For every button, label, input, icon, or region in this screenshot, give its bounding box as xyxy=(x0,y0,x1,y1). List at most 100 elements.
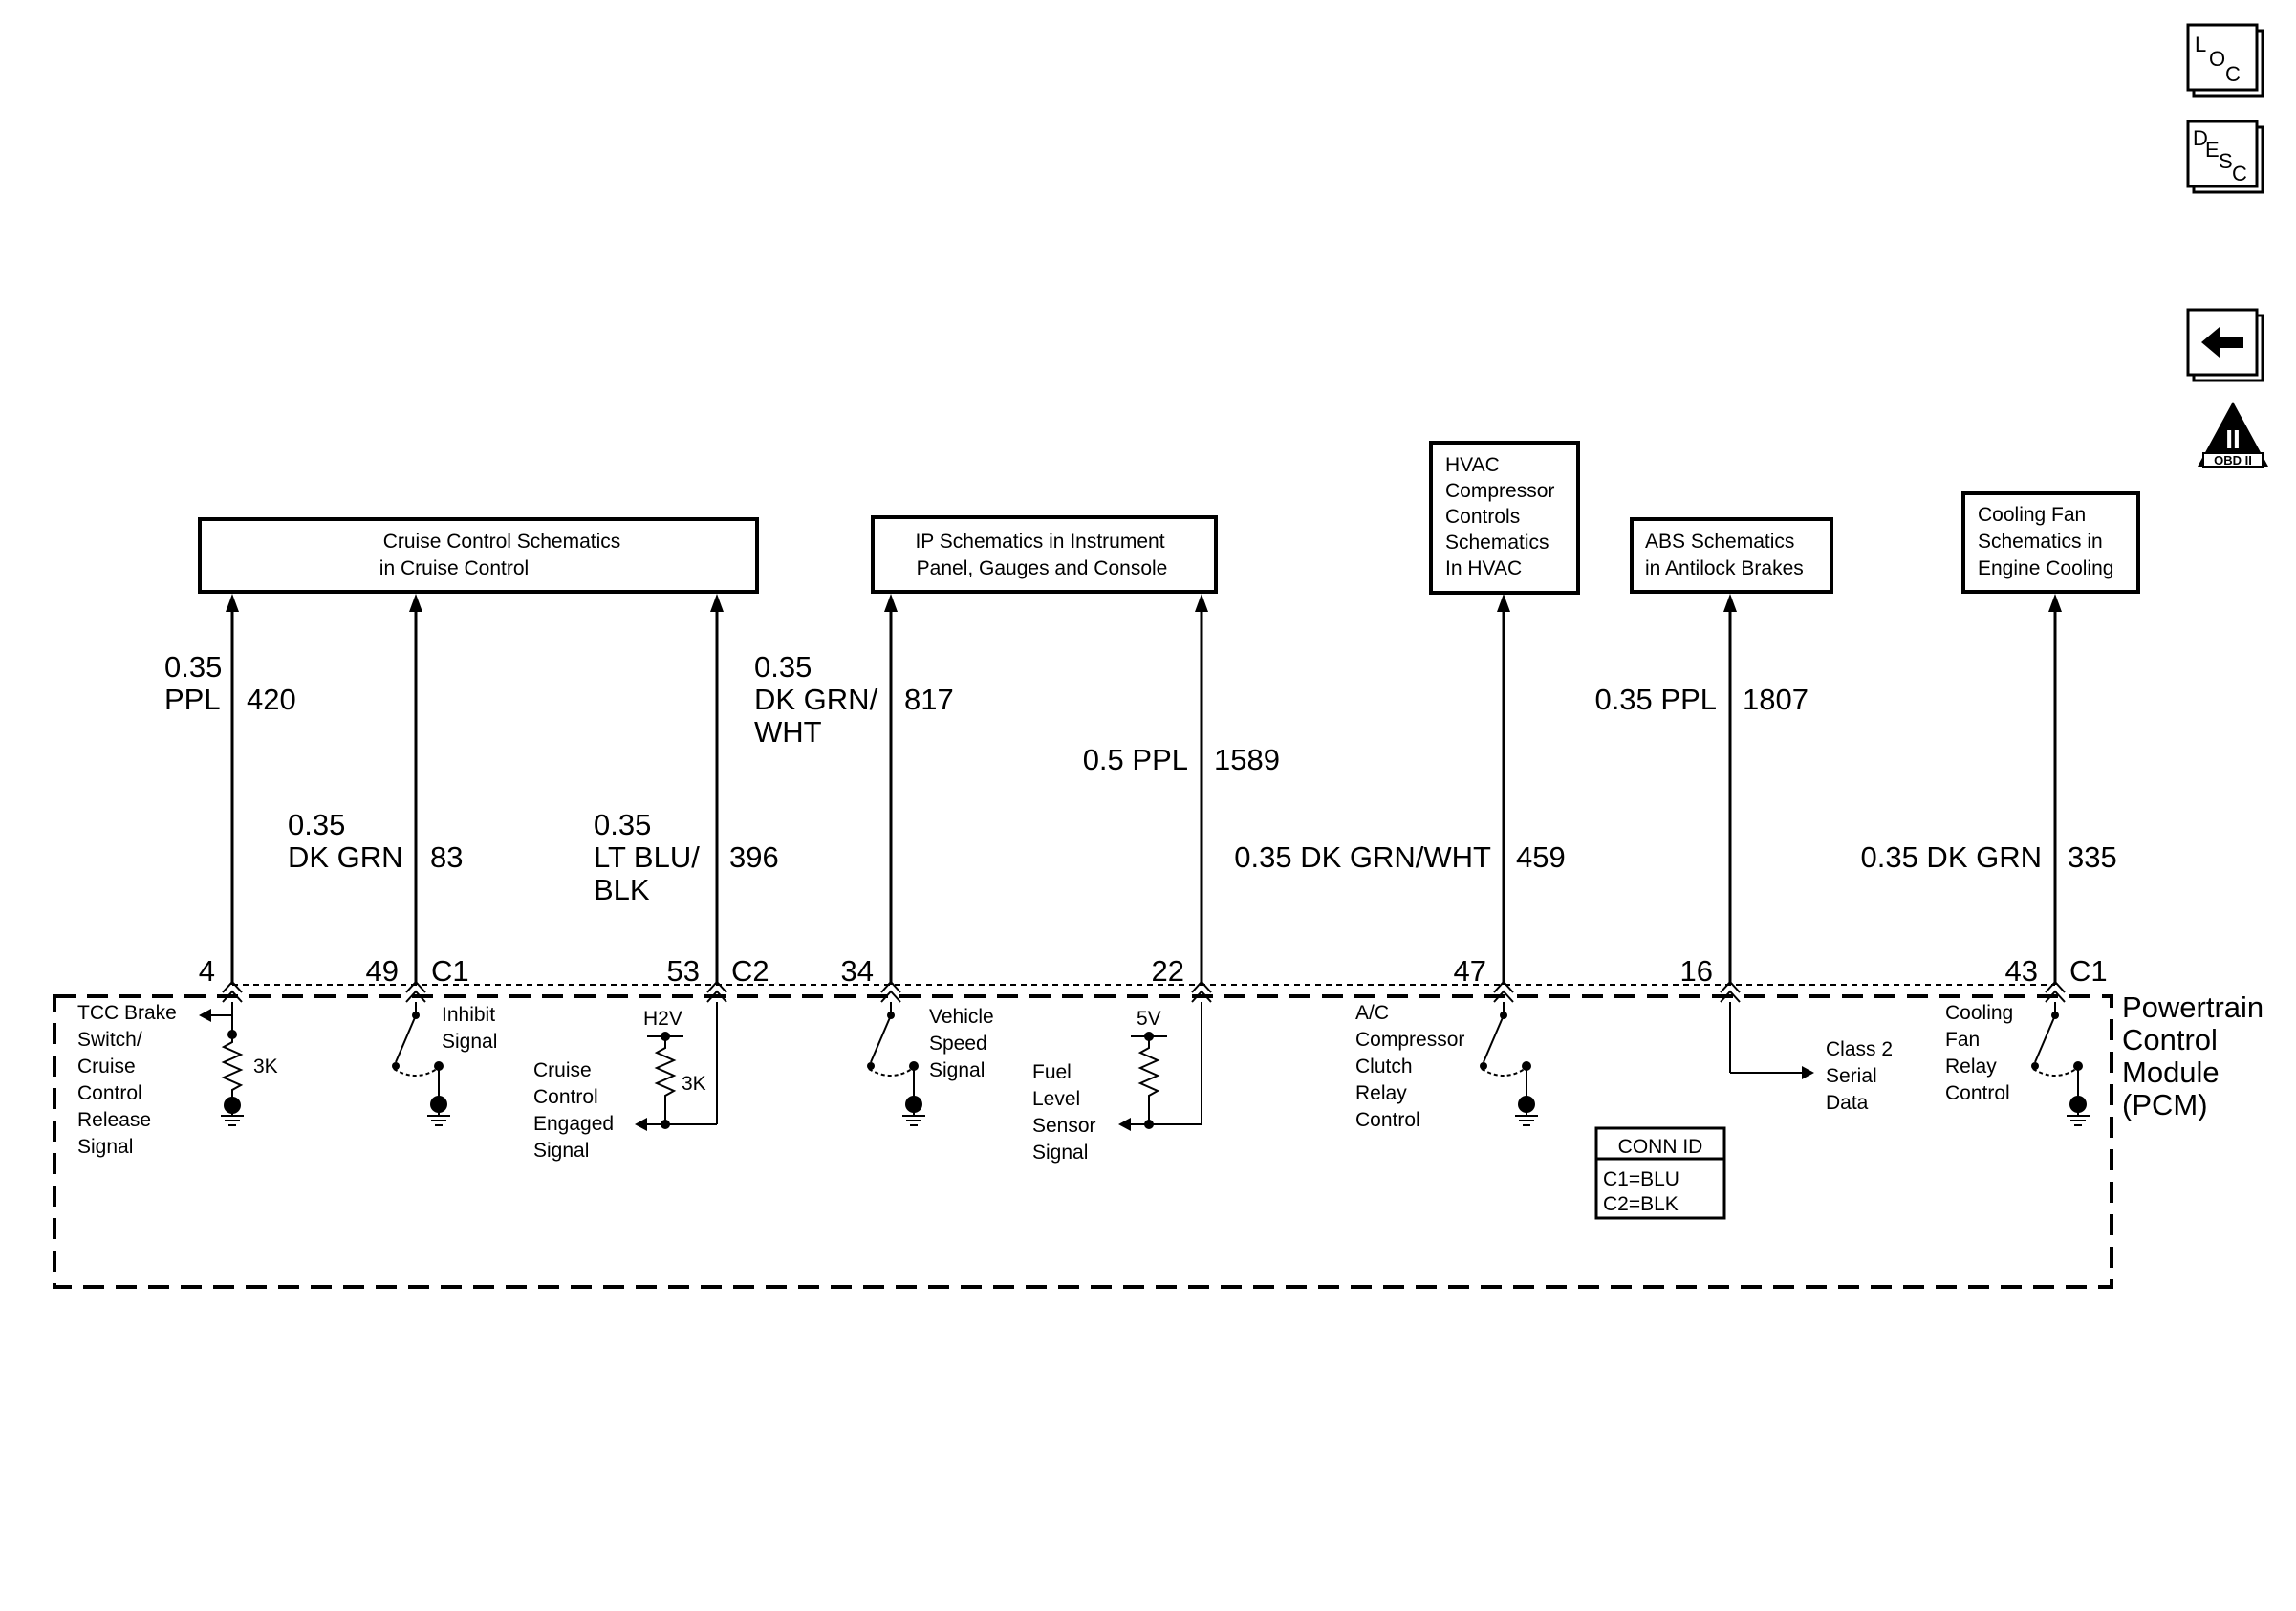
svg-text:Vehicle: Vehicle xyxy=(929,1006,994,1028)
pin-numbers: 4 49 53 34 22 47 16 43 xyxy=(199,954,2038,988)
svg-text:0.5 PPL: 0.5 PPL xyxy=(1083,743,1188,776)
cruise-control-schematics-box[interactable]: Cruise Control Schematics in Cruise Cont… xyxy=(198,517,759,594)
inhibit-switch xyxy=(392,1002,450,1126)
svg-text:Speed: Speed xyxy=(929,1033,987,1055)
loc-icon[interactable]: L O C xyxy=(2186,23,2264,98)
svg-text:Control: Control xyxy=(1945,1082,2010,1104)
box-text: Schematics xyxy=(1445,532,1549,554)
wire-335-label: 0.35 DK GRN 335 xyxy=(1860,840,2116,874)
cruise-engaged-circuit xyxy=(635,1002,718,1131)
svg-text:53: 53 xyxy=(667,954,700,988)
h2v-label: H2V xyxy=(643,1008,682,1030)
svg-text:Compressor: Compressor xyxy=(1355,1029,1464,1051)
svg-text:43: 43 xyxy=(2005,954,2038,988)
svg-text:Class 2: Class 2 xyxy=(1826,1038,1893,1060)
wire-459 xyxy=(1497,594,1510,985)
svg-text:DK GRN: DK GRN xyxy=(288,840,403,874)
svg-text:C1: C1 xyxy=(431,954,469,988)
svg-text:Relay: Relay xyxy=(1945,1056,1997,1078)
svg-text:Fan: Fan xyxy=(1945,1029,1980,1051)
fan-relay-label: Cooling Fan Relay Control xyxy=(1945,1002,2013,1104)
svg-text:47: 47 xyxy=(1454,954,1486,988)
fan-relay-switch xyxy=(2031,1002,2090,1126)
box-text: Engine Cooling xyxy=(1978,557,2113,579)
svg-text:0.35: 0.35 xyxy=(288,808,345,841)
desc-letter: C xyxy=(2232,162,2247,185)
svg-text:Control: Control xyxy=(2122,1023,2218,1056)
svg-text:22: 22 xyxy=(1152,954,1184,988)
desc-icon[interactable]: D E S C xyxy=(2186,120,2264,194)
ip-schematics-box[interactable]: IP Schematics in Instrument Panel, Gauge… xyxy=(871,515,1218,594)
svg-text:Relay: Relay xyxy=(1355,1082,1407,1104)
svg-text:Cooling: Cooling xyxy=(1945,1002,2013,1024)
loc-letter: O xyxy=(2209,47,2225,71)
svg-text:1807: 1807 xyxy=(1743,683,1809,716)
conn-id-row: C1=BLU xyxy=(1603,1168,1679,1190)
svg-text:Release: Release xyxy=(77,1109,151,1131)
svg-text:Clutch: Clutch xyxy=(1355,1056,1413,1078)
box-text: Cooling Fan xyxy=(1978,504,2086,526)
serial-data-label: Class 2 Serial Data xyxy=(1826,1038,1893,1114)
box-text: in Antilock Brakes xyxy=(1645,557,1804,579)
conn-id-title: CONN ID xyxy=(1618,1136,1703,1158)
pcm-module-box xyxy=(53,994,2113,1289)
cooling-fan-schematics-box[interactable]: Cooling Fan Schematics in Engine Cooling xyxy=(1961,491,2140,594)
svg-text:Powertrain: Powertrain xyxy=(2122,991,2264,1024)
svg-text:0.35 PPL: 0.35 PPL xyxy=(1594,683,1717,716)
svg-text:(PCM): (PCM) xyxy=(2122,1088,2208,1121)
inhibit-label: Inhibit Signal xyxy=(442,1004,497,1053)
box-text: Schematics in xyxy=(1978,531,2103,553)
hvac-schematics-box[interactable]: HVAC Compressor Controls Schematics In H… xyxy=(1429,441,1580,595)
svg-text:Switch/: Switch/ xyxy=(77,1029,142,1051)
svg-text:Serial: Serial xyxy=(1826,1065,1877,1087)
svg-text:Control: Control xyxy=(77,1082,142,1104)
wire-83 xyxy=(409,594,422,985)
wire-1807 xyxy=(1723,594,1737,985)
connector-ids: C1 C2 C1 xyxy=(431,954,2108,988)
svg-text:Signal: Signal xyxy=(77,1136,133,1158)
svg-text:49: 49 xyxy=(366,954,399,988)
svg-text:C1: C1 xyxy=(2069,954,2108,988)
svg-text:Cruise: Cruise xyxy=(77,1056,136,1078)
obd-ii-icon[interactable]: II OBD II xyxy=(2198,402,2268,468)
svg-text:459: 459 xyxy=(1516,840,1566,874)
wire-396 xyxy=(710,594,724,985)
wire-83-label: 0.35 DK GRN 83 xyxy=(288,808,463,874)
svg-text:0.35 DK GRN: 0.35 DK GRN xyxy=(1860,840,2042,874)
box-text: Compressor xyxy=(1445,480,1554,502)
abs-schematics-box[interactable]: ABS Schematics in Antilock Brakes xyxy=(1630,517,1833,594)
svg-text:0.35 DK GRN/WHT: 0.35 DK GRN/WHT xyxy=(1234,840,1491,874)
svg-text:Signal: Signal xyxy=(442,1031,497,1053)
svg-text:Signal: Signal xyxy=(533,1140,589,1162)
box-text: HVAC xyxy=(1445,454,1500,476)
pin-chevrons xyxy=(222,980,2066,1003)
svg-text:Control: Control xyxy=(1355,1109,1420,1131)
svg-text:4: 4 xyxy=(199,954,215,988)
svg-text:420: 420 xyxy=(247,683,296,716)
wire-1589 xyxy=(1195,594,1208,985)
wire-817-label: 0.35 DK GRN/ WHT 817 xyxy=(754,650,954,749)
box-text: In HVAC xyxy=(1445,557,1522,579)
svg-text:Level: Level xyxy=(1032,1088,1080,1110)
svg-text:0.35: 0.35 xyxy=(754,650,812,684)
wire-420-label: 0.35 PPL 420 xyxy=(164,650,296,716)
tcc-circuit xyxy=(199,1002,244,1126)
svg-text:Module: Module xyxy=(2122,1056,2220,1089)
svg-text:TCC Brake: TCC Brake xyxy=(77,1002,177,1024)
vss-label: Vehicle Speed Signal xyxy=(929,1006,994,1081)
svg-text:396: 396 xyxy=(729,840,779,874)
svg-text:1589: 1589 xyxy=(1214,743,1280,776)
svg-text:Sensor: Sensor xyxy=(1032,1115,1096,1137)
serial-data-circuit xyxy=(1729,1002,1814,1079)
svg-text:PPL: PPL xyxy=(164,683,221,716)
svg-text:LT BLU/: LT BLU/ xyxy=(594,840,700,874)
ac-relay-switch xyxy=(1480,1002,1538,1126)
desc-letter: E xyxy=(2205,138,2220,162)
box-text: ABS Schematics xyxy=(1645,531,1794,553)
box-text: Controls xyxy=(1445,506,1520,528)
svg-text:0.35: 0.35 xyxy=(164,650,222,684)
svg-text:DK GRN/: DK GRN/ xyxy=(754,683,878,716)
svg-text:Signal: Signal xyxy=(929,1059,985,1081)
box-text: Cruise Control Schematics xyxy=(383,531,621,553)
back-arrow-icon[interactable] xyxy=(2186,308,2264,382)
